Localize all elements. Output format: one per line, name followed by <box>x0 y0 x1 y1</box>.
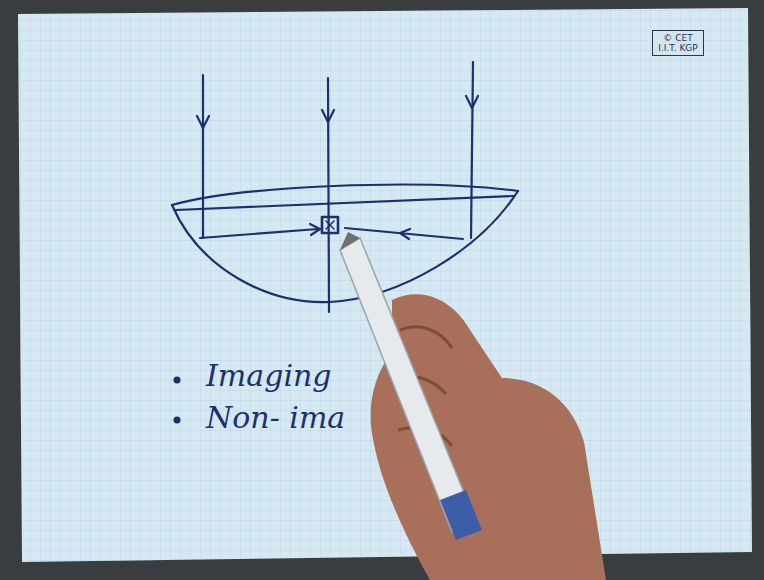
incoming-ray <box>471 62 473 238</box>
ray-arrowhead <box>197 116 209 128</box>
bullet-dot <box>174 377 181 384</box>
bullet-text: Non- ima <box>206 400 345 435</box>
aperture-line <box>176 196 514 210</box>
receiver-square <box>322 217 338 233</box>
bullet-text: Imaging <box>206 358 332 393</box>
watermark-box: © CET I.I.T. KGP <box>652 30 704 56</box>
reflected-ray <box>345 228 463 239</box>
ray-arrowhead <box>310 224 320 235</box>
receiver-hatch <box>326 221 334 229</box>
parabolic-reflector <box>172 191 518 302</box>
pen-tip <box>340 232 360 250</box>
ray-arrowhead <box>322 110 334 122</box>
watermark-text: © CET I.I.T. KGP <box>656 33 700 53</box>
hand <box>371 294 606 580</box>
pen-body <box>340 238 476 532</box>
optical-axis <box>328 78 329 312</box>
incoming-ray <box>202 75 204 238</box>
ray-arrowhead <box>466 96 478 108</box>
reflected-ray <box>200 229 318 238</box>
pen-cap <box>440 490 482 540</box>
ray-arrowhead <box>400 229 410 239</box>
bullet-dot <box>174 417 181 424</box>
